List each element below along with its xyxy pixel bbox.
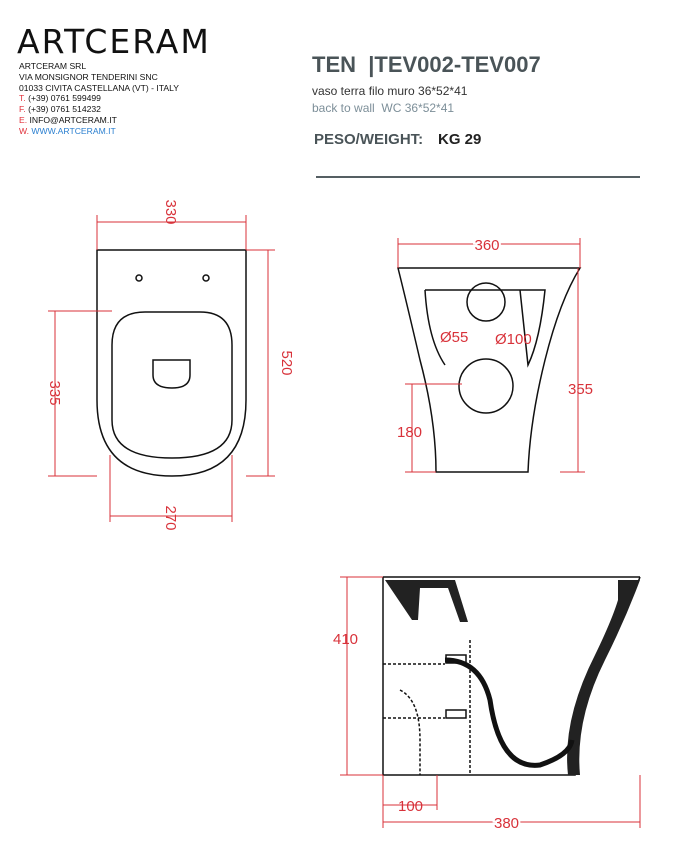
divider — [316, 176, 640, 178]
dim-hole-small: Ø55 — [440, 329, 468, 346]
dim-outlet-height: 180 — [397, 424, 422, 441]
product-title: TEN |TEV002-TEV007 — [312, 52, 541, 77]
dim-side-offset: 100 — [398, 798, 423, 815]
phone-prefix: T. — [19, 93, 26, 104]
email-link[interactable]: INFO@ARTCERAM.IT — [29, 114, 117, 125]
fax-prefix: F. — [19, 104, 26, 115]
description-en: back to wall WC 36*52*41 — [312, 101, 455, 115]
fax: (+39) 0761 514232 — [28, 104, 101, 115]
weight-value: KG 29 — [438, 131, 482, 148]
dim-seat-depth: 335 — [46, 380, 63, 405]
weight-label: PESO/WEIGHT: — [314, 131, 424, 148]
brand-logo: ARTCERAM — [17, 22, 211, 61]
top-view: 330 520 335 270 — [46, 199, 295, 530]
city: 01033 CIVITA CASTELLANA (VT) - ITALY — [19, 82, 179, 93]
description-it: vaso terra filo muro 36*52*41 — [312, 84, 468, 98]
dim-seat-width: 270 — [162, 505, 179, 530]
front-view: 360 355 180 Ø55 Ø100 — [397, 235, 593, 473]
phone: (+39) 0761 599499 — [28, 93, 101, 104]
dim-hole-large: Ø100 — [495, 331, 532, 348]
street: VIA MONSIGNOR TENDERINI SNC — [19, 71, 158, 82]
dim-front-width: 360 — [474, 237, 499, 254]
dim-side-height: 410 — [333, 631, 358, 648]
web-link[interactable]: WWW.ARTCERAM.IT — [31, 125, 116, 136]
dim-front-height: 355 — [568, 381, 593, 398]
web-prefix: W. — [19, 125, 30, 136]
dim-top-depth: 520 — [278, 350, 295, 375]
dim-top-width: 330 — [162, 199, 179, 224]
company-address: ARTCERAM SRL VIA MONSIGNOR TENDERINI SNC… — [19, 61, 179, 137]
email-prefix: E. — [19, 114, 28, 125]
dim-side-depth: 380 — [494, 815, 519, 832]
side-view: 410 100 380 — [333, 576, 641, 834]
company-name: ARTCERAM SRL — [19, 61, 87, 71]
